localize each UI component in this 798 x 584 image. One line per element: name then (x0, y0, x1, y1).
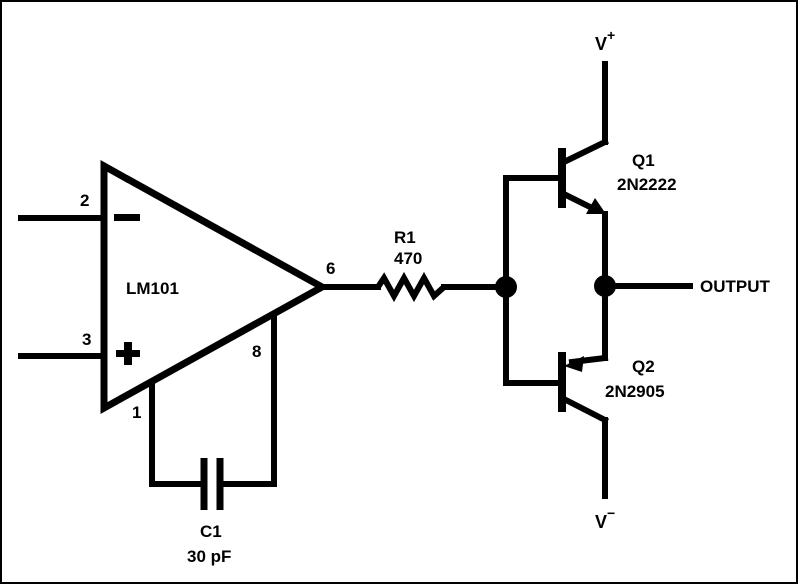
pin-3-label: 3 (82, 330, 91, 349)
pin-8-label: 8 (252, 342, 261, 361)
q2-ref-label: Q2 (632, 357, 655, 376)
vminus-superscript: − (607, 505, 615, 521)
pin-6-label: 6 (326, 259, 335, 278)
q1-emitter-arrow (586, 198, 606, 214)
transistor-q1 (557, 137, 610, 215)
transistor-q2 (557, 352, 610, 425)
opamp: LM101 (100, 160, 330, 414)
c1-value-label: 30 pF (187, 547, 231, 566)
vplus-superscript: + (607, 27, 615, 43)
pin-2-label: 2 (80, 191, 89, 210)
q2-emitter-arrow (564, 356, 584, 372)
wire-pin8 (219, 315, 277, 487)
capacitor-c1 (200, 458, 224, 510)
vplus-label: V+ (595, 27, 615, 54)
r1-ref-label: R1 (394, 228, 416, 247)
opamp-triangle (100, 160, 330, 414)
q1-ref-label: Q1 (632, 151, 655, 170)
q1-collector (557, 137, 610, 168)
q1-part-label: 2N2222 (617, 175, 677, 194)
c1-ref-label: C1 (200, 522, 222, 541)
q2-collector (557, 393, 610, 425)
opamp-label: LM101 (126, 279, 179, 298)
resistor-r1 (375, 271, 447, 303)
r1-value-label: 470 (394, 249, 422, 268)
wire-pin1 (149, 383, 205, 487)
opamp-minus-sign (114, 214, 140, 221)
wire-base-bus (503, 175, 563, 386)
pin-1-label: 1 (132, 403, 141, 422)
q2-part-label: 2N2905 (605, 382, 665, 401)
opamp-plus-sign (116, 342, 140, 365)
vminus-label: V− (595, 505, 615, 532)
output-label: OUTPUT (700, 277, 771, 296)
compensation-network (149, 315, 277, 510)
